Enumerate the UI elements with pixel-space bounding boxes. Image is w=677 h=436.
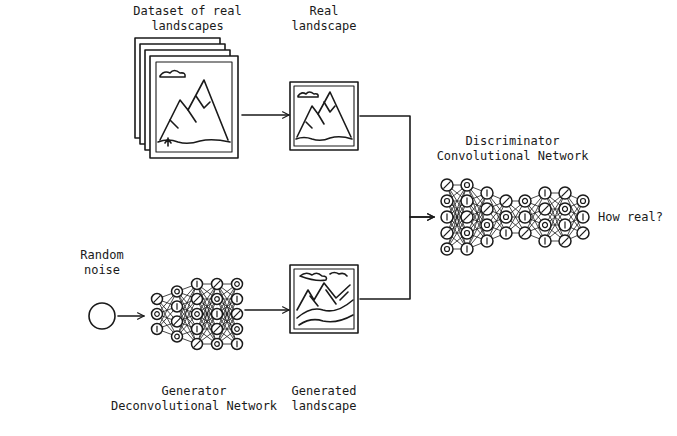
image-stack: [135, 38, 238, 158]
neuron: [559, 203, 571, 215]
neuron: [481, 187, 493, 199]
flow-arrow: [242, 114, 289, 116]
neuron: [172, 286, 183, 297]
network-link: [447, 201, 467, 249]
neuron: [172, 316, 183, 327]
neuron: [539, 219, 551, 231]
neuron: [172, 331, 183, 342]
neuron: [461, 179, 473, 191]
generator-network: GeneratorDeconvolutional Network: [145, 268, 243, 360]
neuron: [212, 279, 223, 290]
text-group: GeneratorDeconvolutional Network: [111, 384, 277, 414]
neuron: [481, 219, 493, 231]
flow-arrow: [245, 309, 289, 311]
neuron: [192, 339, 203, 350]
noise-circle: [89, 303, 115, 329]
neuron: [539, 203, 551, 215]
neuron: [577, 195, 589, 207]
neuron: [500, 195, 512, 207]
node-title: Discriminator: [437, 134, 589, 149]
neuron: [232, 324, 243, 335]
node-title: Generator: [111, 384, 277, 399]
neuron: [232, 279, 243, 290]
neuron: [441, 211, 453, 223]
neuron: [559, 187, 571, 199]
neuron: [192, 324, 203, 335]
neuron: [212, 294, 223, 305]
image-box: Real landscape: [290, 82, 358, 150]
neuron: [212, 324, 223, 335]
neuron: [152, 309, 163, 320]
network-link: [217, 299, 237, 344]
flow-arrow: [360, 116, 434, 217]
neuron: [559, 235, 571, 247]
neuron: [500, 227, 512, 239]
neuron: [212, 339, 223, 350]
neuron: [519, 211, 531, 223]
neuron: [481, 235, 493, 247]
neuron: [232, 309, 243, 320]
neuron: [577, 211, 589, 223]
network-link: [545, 193, 565, 241]
neuron: [152, 324, 163, 335]
flow-arrow: [360, 217, 434, 299]
neuron: [192, 309, 203, 320]
node-title: Dataset of real landscapes: [127, 4, 249, 34]
neuron: [232, 294, 243, 305]
node-title: Generated landscape: [279, 384, 369, 414]
network-link: [197, 299, 217, 344]
text-group: Dataset of real landscapes: [127, 4, 249, 34]
node-subtitle: Convolutional Network: [437, 149, 589, 164]
node-title: Random noise: [72, 248, 132, 278]
text-group: Generated landscape: [279, 384, 369, 414]
neuron: [577, 227, 589, 239]
discriminator-network: DiscriminatorConvolutional Network: [435, 170, 590, 265]
text-group: Random noise: [72, 248, 132, 278]
neuron: [441, 179, 453, 191]
neuron: [441, 243, 453, 255]
image-box: Generated landscape: [290, 265, 358, 333]
text-group: Real landscape: [279, 4, 369, 34]
noise-source: Random noise: [88, 302, 116, 330]
dataset-stack: Dataset of real landscapes: [135, 38, 240, 160]
neuron: [461, 227, 473, 239]
node-title: Real landscape: [279, 4, 369, 34]
generated-picture: [290, 265, 358, 333]
neuron: [441, 195, 453, 207]
neuron: [232, 339, 243, 350]
neuron: [441, 227, 453, 239]
neuron: [500, 211, 512, 223]
neuron: [539, 235, 551, 247]
neuron: [192, 294, 203, 305]
neuron: [559, 219, 571, 231]
landscape-picture: [290, 82, 358, 150]
neuron: [152, 294, 163, 305]
neuron: [172, 301, 183, 312]
neuron: [461, 243, 473, 255]
neuron: [461, 211, 473, 223]
neuron: [519, 195, 531, 207]
neuron: [212, 309, 223, 320]
neuron: [461, 195, 473, 207]
node-subtitle: Deconvolutional Network: [111, 399, 277, 414]
output-label: How real?: [598, 210, 663, 225]
flow-arrow: [118, 315, 144, 317]
network-link: [545, 193, 565, 241]
text-group: DiscriminatorConvolutional Network: [437, 134, 589, 164]
neuron: [481, 203, 493, 215]
neuron: [519, 227, 531, 239]
neuron: [539, 187, 551, 199]
neuron: [192, 279, 203, 290]
network-layers: [152, 179, 590, 350]
